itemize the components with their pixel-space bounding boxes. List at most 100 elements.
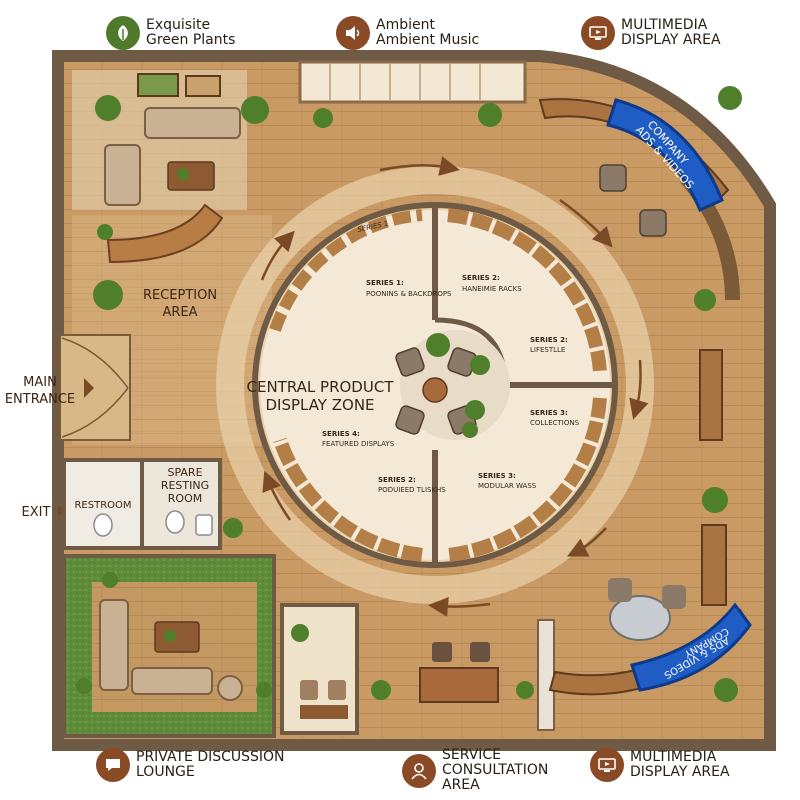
exit-label: EXIT (22, 505, 51, 520)
service-desk (419, 667, 499, 703)
flow-arrow (260, 230, 295, 281)
series-label: MODULAR WASS (478, 482, 537, 490)
restroom-label: RESTROOM (74, 500, 131, 511)
right-shelf (699, 349, 723, 441)
flow-arrow (379, 156, 460, 176)
monitor-icon (581, 16, 615, 50)
legend-label: DISPLAY AREA (621, 32, 721, 48)
series-label: SERIES 2: (530, 336, 568, 344)
coffee-table (167, 161, 215, 191)
company-ads-screen-top (606, 98, 724, 212)
reception-label: RECEPTION (143, 288, 217, 303)
legend-label: PRIVATE DISCUSSION (136, 749, 285, 765)
series-label: POONINS & BACKDROPS (366, 290, 452, 298)
series-label: SERIES 2: (378, 476, 416, 484)
person-icon (402, 753, 436, 788)
right-shelf (701, 524, 727, 606)
armchair (395, 347, 425, 377)
lounge-sofa (131, 667, 213, 695)
chat-icon (96, 748, 130, 782)
series-label: COLLECTIONS (530, 419, 580, 427)
center-table (422, 377, 448, 403)
central-zone-label: CENTRAL PRODUCT (247, 378, 395, 396)
series-label: SERIES 1: (366, 279, 404, 287)
lounge-table (154, 621, 200, 653)
chair (432, 642, 452, 662)
sofa (104, 144, 141, 206)
speaker-icon (336, 16, 370, 50)
main-entrance-label: MAIN (23, 375, 57, 390)
flow-arrow (629, 359, 649, 420)
curved-wall-right (680, 170, 740, 300)
series-label: FEATURED DISPLAYS (322, 440, 395, 448)
armchair (662, 585, 686, 609)
sink-icon (195, 514, 213, 536)
round-table (609, 595, 671, 641)
sofa (144, 107, 241, 139)
flow-arrow (262, 470, 292, 521)
legend-label: MULTIMEDIA (621, 17, 708, 33)
legend-label: Green Plants (146, 32, 236, 48)
company-ads-screen-bottom (630, 602, 752, 692)
series-label: SERIES 4: (322, 430, 360, 438)
legend-label: Ambient (376, 17, 435, 33)
door-swing (61, 337, 129, 389)
display-shelving (269, 209, 423, 332)
chair (300, 680, 318, 700)
entrance-arrow-icon (84, 378, 94, 398)
window-bay (298, 60, 527, 104)
plant-icon (76, 86, 742, 702)
armchair (217, 675, 243, 701)
wall-art (185, 75, 221, 97)
legend-label: CONSULTATION (442, 762, 549, 778)
armchair (395, 405, 425, 435)
flow-arrow (559, 198, 613, 248)
spare-room-label: SPARE (167, 466, 202, 479)
lounge-sofa (99, 599, 129, 691)
display-shelving (273, 437, 423, 562)
toilet-icon (165, 510, 185, 534)
legend-label: MULTIMEDIA (630, 749, 717, 765)
chair (470, 642, 490, 662)
legend-label: AREA (442, 777, 480, 793)
legend-label: SERVICE (442, 747, 502, 763)
main-entrance-label: ENTRANCE (5, 392, 75, 407)
wall-art (137, 73, 179, 97)
central-zone-label: DISPLAY ZONE (265, 396, 374, 414)
flow-arrow (428, 596, 491, 617)
display-shelving (447, 397, 607, 562)
series-label: LIFESTLLE (530, 346, 565, 354)
monitor-icon (590, 748, 624, 782)
toilet-icon (93, 513, 113, 537)
chair (328, 680, 346, 700)
series-label: SERIES 3: (530, 409, 568, 417)
reception-desk (106, 203, 224, 264)
flow-arrow (567, 527, 607, 557)
armchair (599, 164, 627, 192)
main-entrance-door[interactable] (59, 334, 131, 441)
armchair (608, 578, 632, 602)
leaf-icon (106, 16, 140, 50)
series-label: SERIES 3: (478, 472, 516, 480)
spare-room-label: RESTING (161, 479, 209, 492)
series-label: HANEIMIE RACKS (462, 285, 522, 293)
spare-room-label: ROOM (168, 492, 202, 505)
armchair (639, 209, 667, 237)
window-panes (329, 64, 481, 100)
series-label: SERIES 2: (462, 274, 500, 282)
consultation-desk (300, 705, 348, 719)
display-shelving (447, 208, 607, 373)
series-label: PODUIEED TLISKHS (378, 486, 446, 494)
legend-label: Ambient Music (376, 32, 480, 48)
door-swing (61, 387, 129, 438)
legend-label: DISPLAY AREA (630, 764, 730, 780)
reception-label: AREA (162, 305, 197, 320)
legend-label: LOUNGE (136, 764, 195, 780)
wall-panel (537, 619, 555, 731)
